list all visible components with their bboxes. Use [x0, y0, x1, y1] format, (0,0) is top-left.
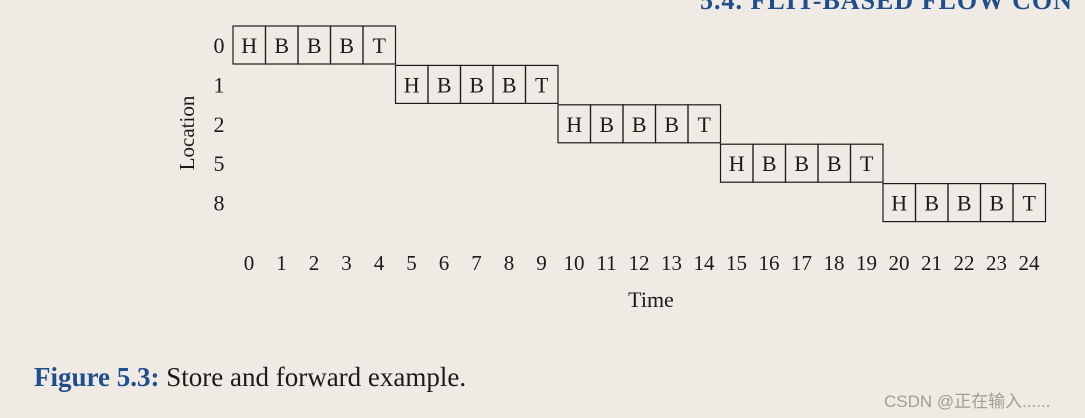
flit-label: B: [469, 72, 484, 97]
caption-text: Store and forward example.: [166, 362, 467, 392]
flit-label: B: [957, 191, 972, 216]
time-tick-label: 23: [986, 251, 1007, 275]
time-tick-label: 20: [889, 251, 910, 275]
time-tick-label: 5: [406, 251, 417, 275]
time-tick-label: 8: [504, 251, 515, 275]
time-tick-label: 15: [726, 251, 747, 275]
flit-label: B: [632, 112, 647, 137]
time-tick-label: 10: [564, 251, 585, 275]
flit-label: T: [1023, 191, 1037, 216]
caption-label: Figure 5.3:: [34, 362, 160, 392]
flit-cell: [1012, 183, 1047, 223]
time-tick-label: 4: [374, 251, 385, 275]
flit-label: B: [989, 191, 1004, 216]
flit-label: B: [502, 72, 517, 97]
location-label: 5: [214, 151, 225, 176]
x-axis-label: Time: [628, 287, 674, 312]
flit-label: B: [794, 151, 809, 176]
flit-cell: [687, 104, 722, 144]
time-tick-label: 0: [244, 251, 255, 275]
flit-label: B: [307, 33, 322, 58]
location-label: 8: [214, 191, 225, 216]
flit-label: B: [827, 151, 842, 176]
time-tick-label: 24: [1019, 251, 1041, 275]
flit-label: B: [274, 33, 289, 58]
flit-label: T: [698, 112, 712, 137]
y-axis-label: Location: [175, 95, 199, 170]
flit-label: B: [339, 33, 354, 58]
flit-label: B: [437, 72, 452, 97]
flit-cell: [849, 143, 884, 183]
time-tick-label: 22: [954, 251, 975, 275]
time-tick-label: 14: [694, 251, 716, 275]
time-tick-label: 12: [629, 251, 650, 275]
time-tick-label: 6: [439, 251, 450, 275]
time-tick-label: 11: [596, 251, 616, 275]
watermark: CSDN @正在输入......: [884, 392, 1051, 411]
flit-cell: [524, 64, 559, 105]
time-tick-label: 3: [341, 251, 352, 275]
location-label: 0: [214, 33, 225, 58]
time-tick-label: 7: [471, 251, 482, 275]
time-tick-label: 13: [661, 251, 682, 275]
time-tick-label: 17: [791, 251, 812, 275]
flit-label: H: [241, 33, 257, 58]
flit-label: B: [664, 112, 679, 137]
flit-label: H: [729, 151, 745, 176]
time-tick-label: 16: [759, 251, 780, 275]
figure-caption: Figure 5.3: Store and forward example.: [34, 362, 466, 393]
running-head: 5.4. FLIT-BASED FLOW CON: [700, 0, 1073, 15]
flit-label: B: [762, 151, 777, 176]
time-tick-label: 1: [276, 251, 287, 275]
time-tick-label: 19: [856, 251, 877, 275]
time-tick-label: 21: [921, 251, 942, 275]
flit-label: T: [535, 72, 549, 97]
time-tick-label: 2: [309, 251, 320, 275]
flit-label: H: [566, 112, 582, 137]
flit-label: B: [599, 112, 614, 137]
flit-cell: [362, 25, 397, 65]
flit-label: B: [924, 191, 939, 216]
flit-label: H: [891, 191, 907, 216]
flit-label: T: [373, 33, 387, 58]
location-label: 2: [214, 112, 225, 137]
flit-label: H: [404, 72, 420, 97]
time-tick-label: 18: [824, 251, 845, 275]
location-label: 1: [214, 72, 225, 97]
time-tick-label: 9: [536, 251, 547, 275]
flit-label: T: [860, 151, 874, 176]
